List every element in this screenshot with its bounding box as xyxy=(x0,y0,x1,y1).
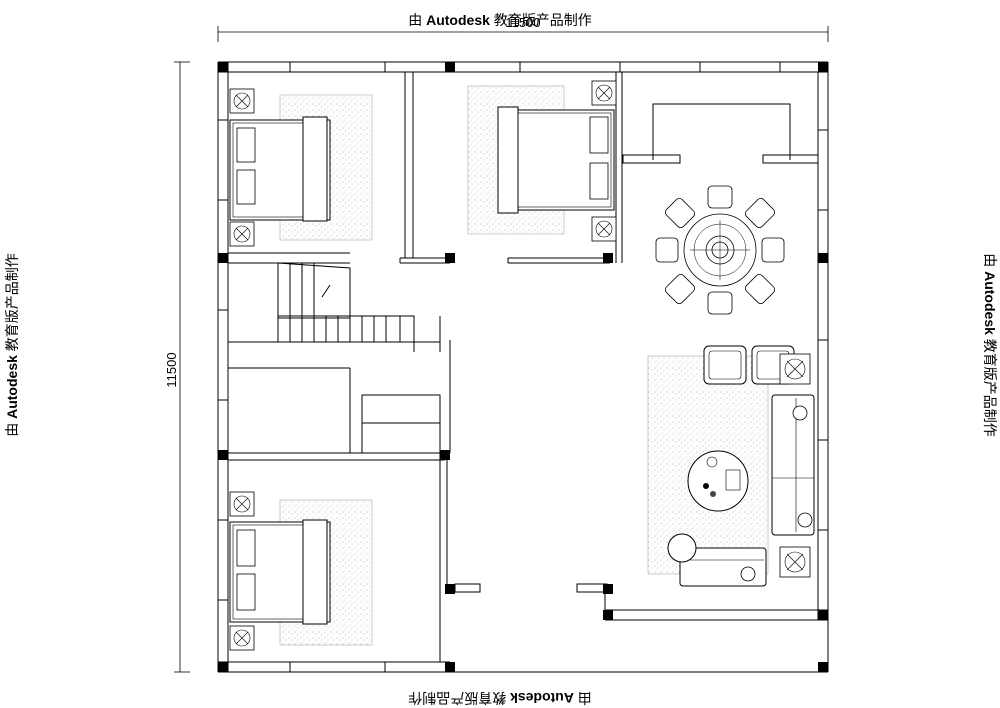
bedroom-top-middle xyxy=(467,80,617,242)
dimension-height xyxy=(174,61,190,673)
watermark-suffix: 教育版产品制作 xyxy=(489,12,592,28)
living-room xyxy=(647,345,815,587)
structural-columns xyxy=(218,62,828,672)
cabinet xyxy=(361,394,441,454)
watermark-brand: Autodesk xyxy=(426,12,490,28)
staircase xyxy=(228,262,441,352)
dimension-width xyxy=(217,26,829,42)
dining-table xyxy=(655,185,785,315)
bedroom-top-left xyxy=(229,88,373,247)
height-label: 11500 xyxy=(164,352,179,387)
bedroom-bottom-left xyxy=(229,491,373,651)
watermark-top: 由 Autodesk 教育版产品制作 xyxy=(408,10,592,30)
watermark-prefix: 由 xyxy=(408,12,427,28)
width-label: 11500 xyxy=(505,15,540,30)
